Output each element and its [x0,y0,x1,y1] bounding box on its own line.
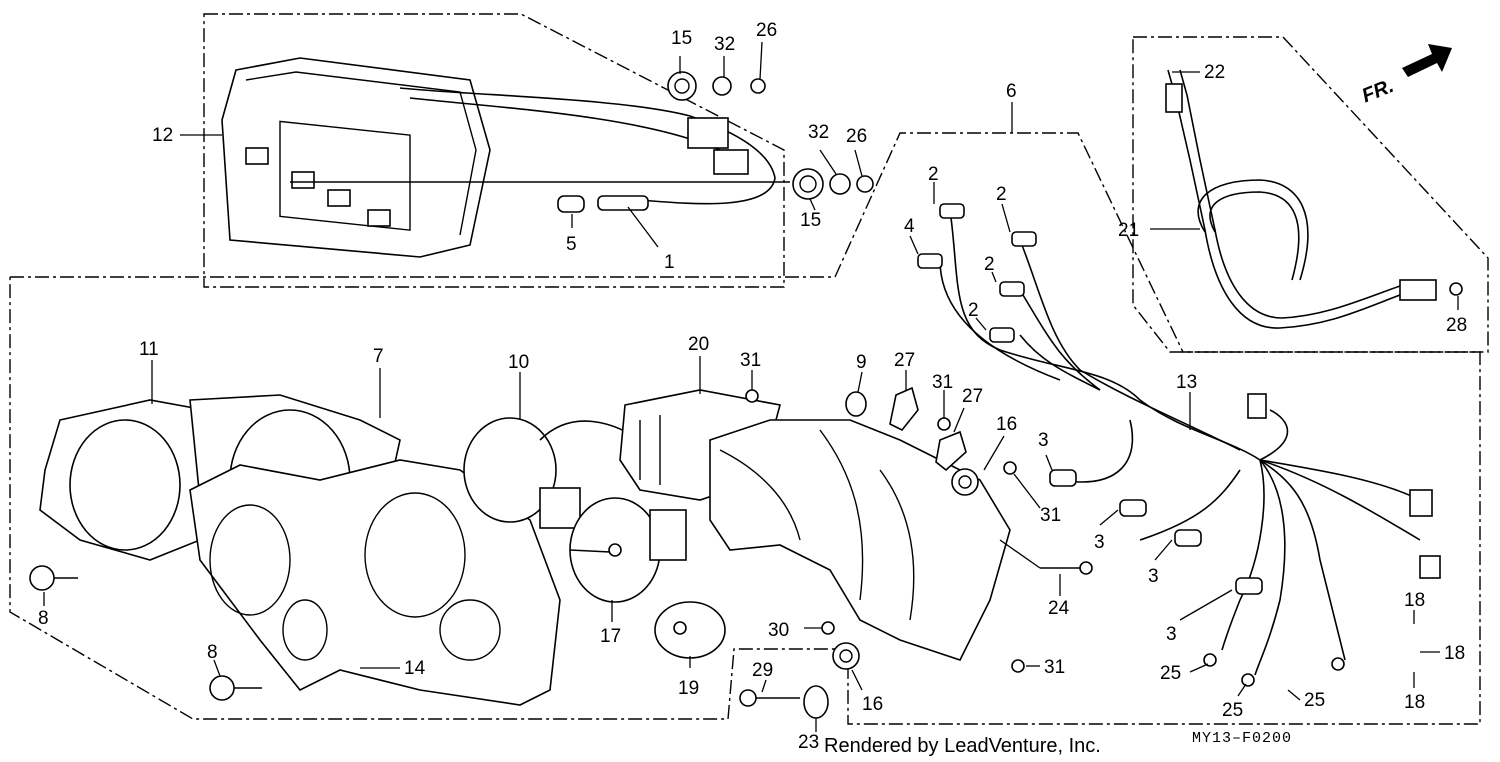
direction-arrow-icon [1402,44,1452,77]
callout-3: 3 [1038,430,1049,451]
callout-15: 15 [800,210,821,231]
callout-7: 7 [373,346,384,367]
callout-2: 2 [984,254,995,275]
visor-14 [189,459,561,706]
callout-27: 27 [962,386,983,407]
screw-8-bottom [209,675,262,701]
group-boundary-cable [1132,36,1489,353]
callout-26: 26 [846,126,867,147]
callout-18: 18 [1404,590,1425,611]
callout-31: 31 [1040,505,1061,526]
wire-harness-6-13 [917,203,1441,687]
callout-26: 26 [756,20,777,41]
callout-8: 8 [207,642,218,663]
callout-31: 31 [740,350,761,371]
callout-4: 4 [904,216,915,237]
callout-18: 18 [1404,692,1425,713]
indicator-19 [654,601,726,659]
direction-label: FR. [1359,75,1397,107]
callout-3: 3 [1148,566,1159,587]
callout-8: 8 [38,608,49,629]
callout-10: 10 [508,352,529,373]
callout-2: 2 [968,300,979,321]
case-gasket-11 [39,399,206,561]
callout-11: 11 [139,339,159,360]
callout-16: 16 [862,694,883,715]
callout-12: 12 [152,125,173,146]
screw-30 [821,621,835,635]
grommet-16-bottom [832,642,860,670]
callout-9: 9 [856,352,867,373]
credit-text: Rendered by LeadVenture, Inc. [824,735,1101,757]
callout-2: 2 [996,184,1007,205]
callout-5: 5 [566,234,577,255]
callout-28: 28 [1446,315,1467,336]
callout-13: 13 [1176,372,1197,393]
callout-19: 19 [678,678,699,699]
callout-27: 27 [894,350,915,371]
callout-23: 23 [798,732,819,753]
bolt-29-collar-23 [739,685,829,719]
front-direction-indicator: FR. [1359,44,1452,107]
callout-32: 32 [808,122,829,143]
callout-24: 24 [1048,598,1070,619]
display-unit-12 [221,57,790,258]
callout-2: 2 [928,164,939,185]
clamp-27-a [889,386,919,432]
callout-17: 17 [600,626,621,647]
callout-3: 3 [1094,532,1105,553]
callout-25: 25 [1222,700,1243,721]
screw-31-group [745,389,1025,673]
callout-20: 20 [688,334,709,355]
callout-30: 30 [768,620,789,641]
clamp-27-b [935,430,967,472]
callout-31: 31 [932,372,953,393]
group-boundary-meter-assembly [9,132,1481,725]
callout-18: 18 [1444,643,1465,664]
speedometer-face-17 [569,497,687,603]
callout-6: 6 [1006,81,1017,102]
callout-25: 25 [1304,690,1325,711]
callout-22: 22 [1204,62,1225,83]
callout-31: 31 [1044,657,1065,678]
meter-lower-case [709,419,1011,661]
callout-29: 29 [752,660,773,681]
callout-16: 16 [996,414,1017,435]
callout-1: 1 [664,252,675,273]
grommet-16-top [951,468,979,496]
bulb-socket-9 [845,391,867,417]
callout-25: 25 [1160,663,1181,684]
callout-21: 21 [1118,220,1139,241]
speedometer-cable-21 [1165,69,1463,329]
screw-8-top [29,565,78,591]
grommet-stack-right [792,168,874,200]
figure-code: MY13–F0200 [1192,730,1292,747]
callout-32: 32 [714,34,735,55]
callout-3: 3 [1166,624,1177,645]
group-boundary-display-unit [203,13,785,288]
callout-14: 14 [404,658,426,679]
callout-15: 15 [671,28,692,49]
screw-24 [1040,561,1093,575]
